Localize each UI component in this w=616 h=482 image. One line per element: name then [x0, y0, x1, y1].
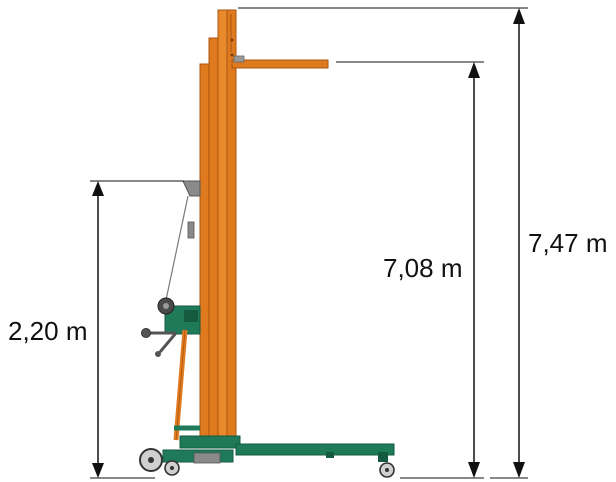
mast-section-1	[199, 63, 210, 443]
dimension-platform-height: 7,08 m	[336, 61, 484, 479]
winch-handle	[141, 328, 178, 357]
winch	[157, 297, 201, 335]
wheels	[139, 448, 395, 478]
base	[162, 435, 395, 464]
dim-label-platform-height: 7,08 m	[383, 253, 463, 283]
dimension-max-height: 7,47 m	[238, 7, 608, 479]
mast-section-4	[226, 9, 237, 443]
dim-label-min-height: 2,20 m	[8, 316, 88, 346]
mast-section-2	[208, 37, 219, 443]
mast	[199, 9, 237, 443]
carriage	[182, 180, 201, 239]
push-handle	[173, 329, 200, 441]
mast-section-3	[217, 9, 228, 443]
forks	[231, 55, 329, 69]
dimension-min-height: 2,20 m	[8, 180, 184, 479]
cable	[165, 195, 189, 301]
dim-label-max-height: 7,47 m	[528, 228, 608, 258]
